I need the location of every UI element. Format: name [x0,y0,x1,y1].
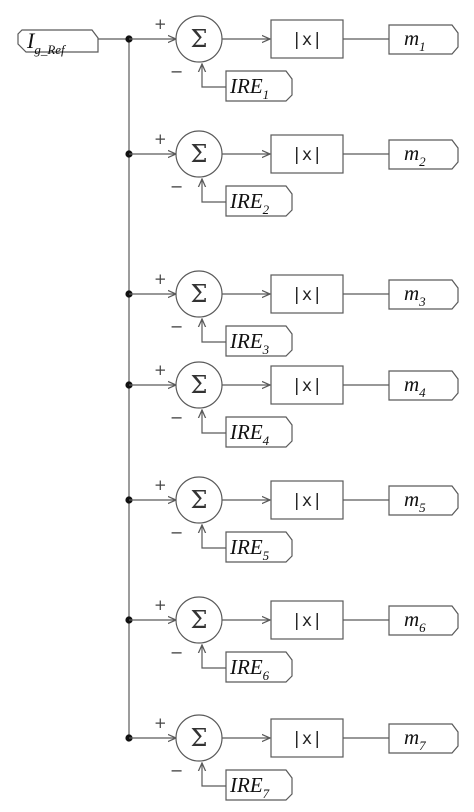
output-block [388,139,459,170]
row-2: + Σ− IRE2 |x| m2 [125,130,459,217]
abs-block [270,365,344,405]
row-3: + Σ− IRE3 |x| m3 [125,270,459,357]
abs-block [270,134,344,174]
abs-label: |x| [292,491,323,511]
feedback-wire [202,525,226,549]
minus-sign: − [170,317,183,336]
feedback-wire [202,179,226,203]
abs-label: |x| [292,729,323,749]
ire-block [225,185,293,217]
ire-label: IRE3 [229,329,270,357]
sigma-symbol: Σ [191,280,208,308]
ire-block [225,325,293,357]
abs-label: |x| [292,376,323,396]
ire-label: IRE2 [229,189,270,217]
sigma-symbol: Σ [191,486,208,514]
output-label: m6 [404,607,426,635]
minus-sign: − [170,62,183,81]
feedback-wire [202,763,226,787]
row-7: + Σ− IRE7 |x| m7 [125,714,459,801]
ire-label: IRE7 [229,773,270,801]
plus-sign: + [154,270,167,288]
abs-label: |x| [292,145,323,165]
ire-block [225,70,293,102]
minus-sign: − [170,643,183,662]
ire-label: IRE4 [229,420,270,448]
output-block [388,279,459,310]
output-label: m2 [404,141,426,169]
ire-block [225,769,293,801]
plus-sign: + [154,714,167,732]
input-label: Ig_Ref [26,28,67,57]
ire-block [225,416,293,448]
feedback-wire [202,645,226,669]
sigma-symbol: Σ [191,140,208,168]
abs-label: |x| [292,30,323,50]
output-label: m5 [404,487,426,515]
row-4: + Σ− IRE4 |x| m4 [125,361,459,448]
output-block [388,485,459,516]
row-1: + Σ− IRE1 |x| m1 [125,15,459,102]
output-label: m4 [404,372,426,400]
minus-sign: − [170,523,183,542]
ire-block [225,651,293,683]
plus-sign: + [154,476,167,494]
output-block [388,370,459,401]
abs-block [270,600,344,640]
plus-sign: + [154,596,167,614]
ire-label: IRE5 [229,535,270,563]
abs-label: |x| [292,611,323,631]
output-block [388,24,459,55]
sigma-symbol: Σ [191,371,208,399]
minus-sign: − [170,177,183,196]
plus-sign: + [154,361,167,379]
ire-label: IRE6 [229,655,270,683]
ire-block [225,531,293,563]
minus-sign: − [170,408,183,427]
feedback-wire [202,410,226,434]
rows-layer: +Σ−IRE1|x|m1+Σ−IRE2|x|m2+Σ−IRE3|x|m3+Σ−I… [125,15,459,801]
output-block [388,605,459,636]
feedback-wire [202,64,226,88]
row-5: + Σ− IRE5 |x| m5 [125,476,459,563]
plus-sign: + [154,15,167,33]
output-label: m7 [404,725,426,753]
ire-label: IRE1 [229,74,269,102]
plus-sign: + [154,130,167,148]
abs-block [270,718,344,758]
sigma-symbol: Σ [191,25,208,53]
output-block [388,723,459,754]
feedback-wire [202,319,226,343]
abs-label: |x| [292,285,323,305]
abs-block [270,274,344,314]
minus-sign: − [170,761,183,780]
output-label: m3 [404,281,426,309]
sigma-symbol: Σ [191,606,208,634]
input-block: Ig_Ref [17,28,99,57]
sigma-symbol: Σ [191,724,208,752]
output-label: m1 [404,26,426,54]
row-6: + Σ− IRE6 |x| m6 [125,596,459,683]
